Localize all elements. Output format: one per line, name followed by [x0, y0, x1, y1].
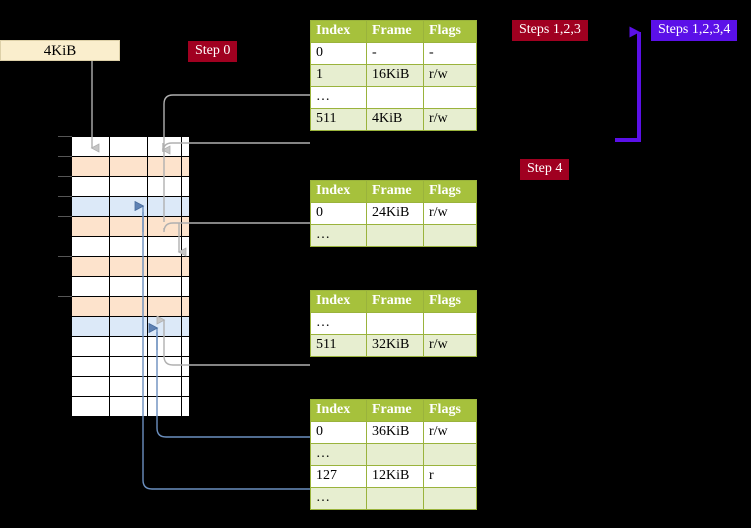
column-header-index: Index — [310, 180, 367, 203]
memory-frame-row — [71, 376, 190, 397]
table-row: … — [310, 224, 477, 247]
cell-frame — [366, 487, 424, 510]
cell-flags: r — [423, 465, 477, 488]
memory-column-divider — [181, 136, 182, 417]
memory-frame-row — [71, 196, 190, 217]
cell-frame — [366, 224, 424, 247]
cell-index: … — [310, 443, 367, 466]
memory-size-label: 4KiB — [0, 40, 120, 61]
memory-frame-row — [71, 216, 190, 237]
memory-frame-tick — [58, 256, 72, 257]
memory-frame-row — [71, 276, 190, 297]
memory-frame-tick — [58, 296, 72, 297]
memory-frame-tick — [58, 156, 72, 157]
cell-flags — [423, 224, 477, 247]
column-header-flags: Flags — [423, 290, 477, 313]
cell-index: 0 — [310, 421, 367, 444]
cell-flags: r/w — [423, 421, 477, 444]
memory-frame-row — [71, 296, 190, 317]
cell-flags: r/w — [423, 108, 477, 131]
memory-frame-tick — [58, 196, 72, 197]
memory-frame-tick — [58, 176, 72, 177]
cell-frame: 36KiB — [366, 421, 424, 444]
cell-frame — [366, 86, 424, 109]
wire-recursive-mapping — [615, 26, 641, 142]
table-row: 0-- — [310, 42, 477, 65]
cell-flags — [423, 443, 477, 466]
memory-frame-row — [71, 136, 190, 157]
badge-step0: Step 0 — [188, 41, 238, 62]
table-row: … — [310, 86, 477, 109]
cell-flags: r/w — [423, 202, 477, 225]
cell-flags: - — [423, 42, 477, 65]
cell-index: … — [310, 86, 367, 109]
memory-frame-tick — [58, 216, 72, 217]
badge-steps123: Steps 1,2,3 — [512, 20, 588, 41]
memory-frame-row — [71, 156, 190, 177]
cell-frame: 12KiB — [366, 465, 424, 488]
cell-index: 511 — [310, 334, 367, 357]
cell-frame: 24KiB — [366, 202, 424, 225]
memory-frame-row — [71, 236, 190, 257]
badge-step4: Step 4 — [520, 159, 570, 180]
cell-flags — [423, 86, 477, 109]
cell-index: 127 — [310, 465, 367, 488]
memory-column-divider — [147, 136, 148, 417]
cell-index: 0 — [310, 202, 367, 225]
cell-flags: r/w — [423, 64, 477, 87]
cell-flags — [423, 312, 477, 335]
cell-index: … — [310, 224, 367, 247]
cell-frame: 4KiB — [366, 108, 424, 131]
column-header-frame: Frame — [366, 20, 424, 43]
column-header-frame: Frame — [366, 290, 424, 313]
physical-memory-column — [71, 136, 190, 417]
cell-index: … — [310, 312, 367, 335]
column-header-frame: Frame — [366, 180, 424, 203]
memory-frame-tick — [58, 136, 72, 137]
column-header-index: Index — [310, 20, 367, 43]
cell-frame — [366, 443, 424, 466]
cell-flags: r/w — [423, 334, 477, 357]
column-header-index: Index — [310, 290, 367, 313]
table-row: … — [310, 487, 477, 510]
memory-frame-row — [71, 176, 190, 197]
column-header-index: Index — [310, 399, 367, 422]
cell-frame — [366, 312, 424, 335]
column-header-frame: Frame — [366, 399, 424, 422]
cell-frame: - — [366, 42, 424, 65]
cell-index: 0 — [310, 42, 367, 65]
table-row: … — [310, 443, 477, 466]
column-header-flags: Flags — [423, 20, 477, 43]
badge-steps1234: Steps 1,2,3,4 — [651, 20, 738, 41]
cell-index: 1 — [310, 64, 367, 87]
column-header-flags: Flags — [423, 180, 477, 203]
memory-column-divider — [109, 136, 110, 417]
table-row: … — [310, 312, 477, 335]
cell-index: 511 — [310, 108, 367, 131]
memory-frame-row — [71, 396, 190, 417]
column-header-flags: Flags — [423, 399, 477, 422]
cell-index: … — [310, 487, 367, 510]
memory-frame-row — [71, 256, 190, 277]
cell-frame: 16KiB — [366, 64, 424, 87]
memory-frame-row — [71, 356, 190, 377]
cell-frame: 32KiB — [366, 334, 424, 357]
memory-frame-row — [71, 316, 190, 337]
memory-frame-row — [71, 336, 190, 357]
cell-flags — [423, 487, 477, 510]
